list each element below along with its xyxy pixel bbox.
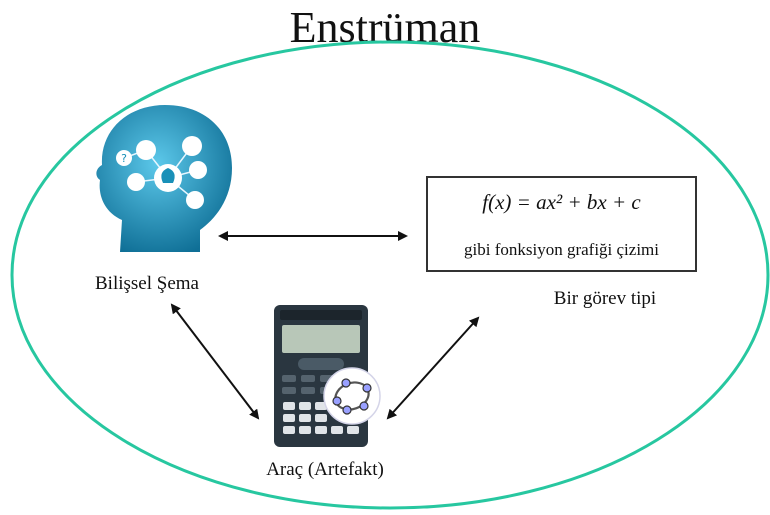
arrow-schema-tool <box>170 303 260 420</box>
instrument-boundary-ellipse <box>10 40 770 510</box>
arrow-task-tool <box>386 316 480 420</box>
geogebra-icon <box>323 367 381 425</box>
task-formula: f(x) = ax² + bx + c <box>482 190 641 214</box>
task-description: gibi fonksiyon grafiği çizimi <box>464 240 659 259</box>
task-label: Bir görev tipi <box>553 288 657 309</box>
task-box: f(x) = ax² + bx + c gibi fonksiyon grafi… <box>426 176 697 272</box>
tool-label: Araç (Artefakt) <box>266 459 384 480</box>
head-knowledge-icon: ? <box>96 105 232 252</box>
svg-text:?: ? <box>121 152 127 165</box>
schema-label: Bilişsel Şema <box>95 273 199 294</box>
